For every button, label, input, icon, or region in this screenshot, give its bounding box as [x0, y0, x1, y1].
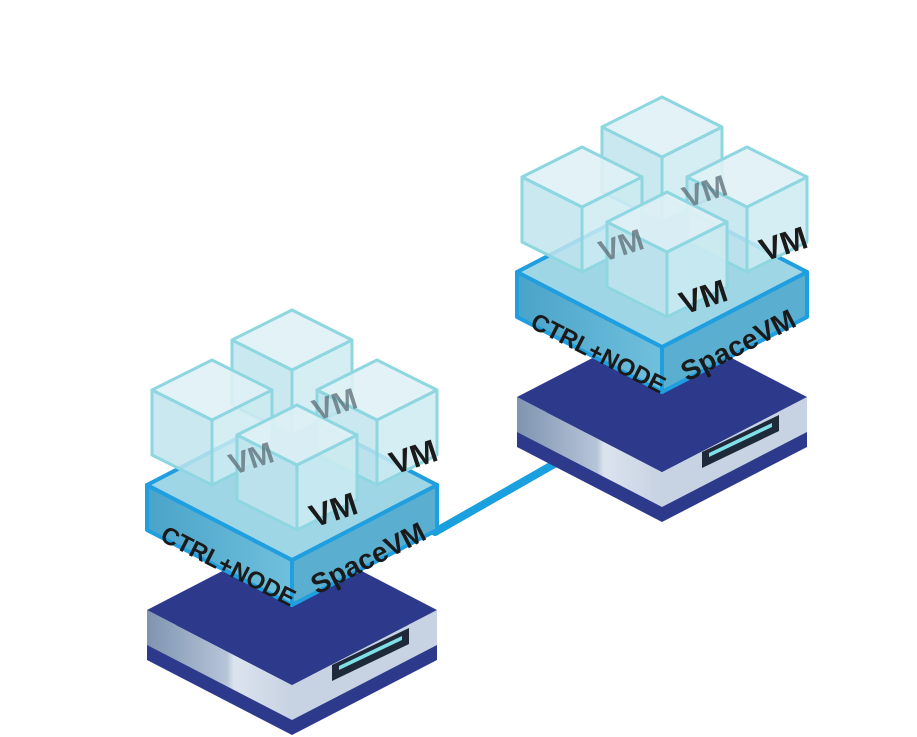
cluster-node-2: VM VM VM VM CTRL+NODE SpaceVM [515, 95, 812, 522]
cluster-node-1: VM VM VM VM CTRL+NODE SpaceVM [145, 308, 442, 735]
network-link [431, 451, 574, 536]
